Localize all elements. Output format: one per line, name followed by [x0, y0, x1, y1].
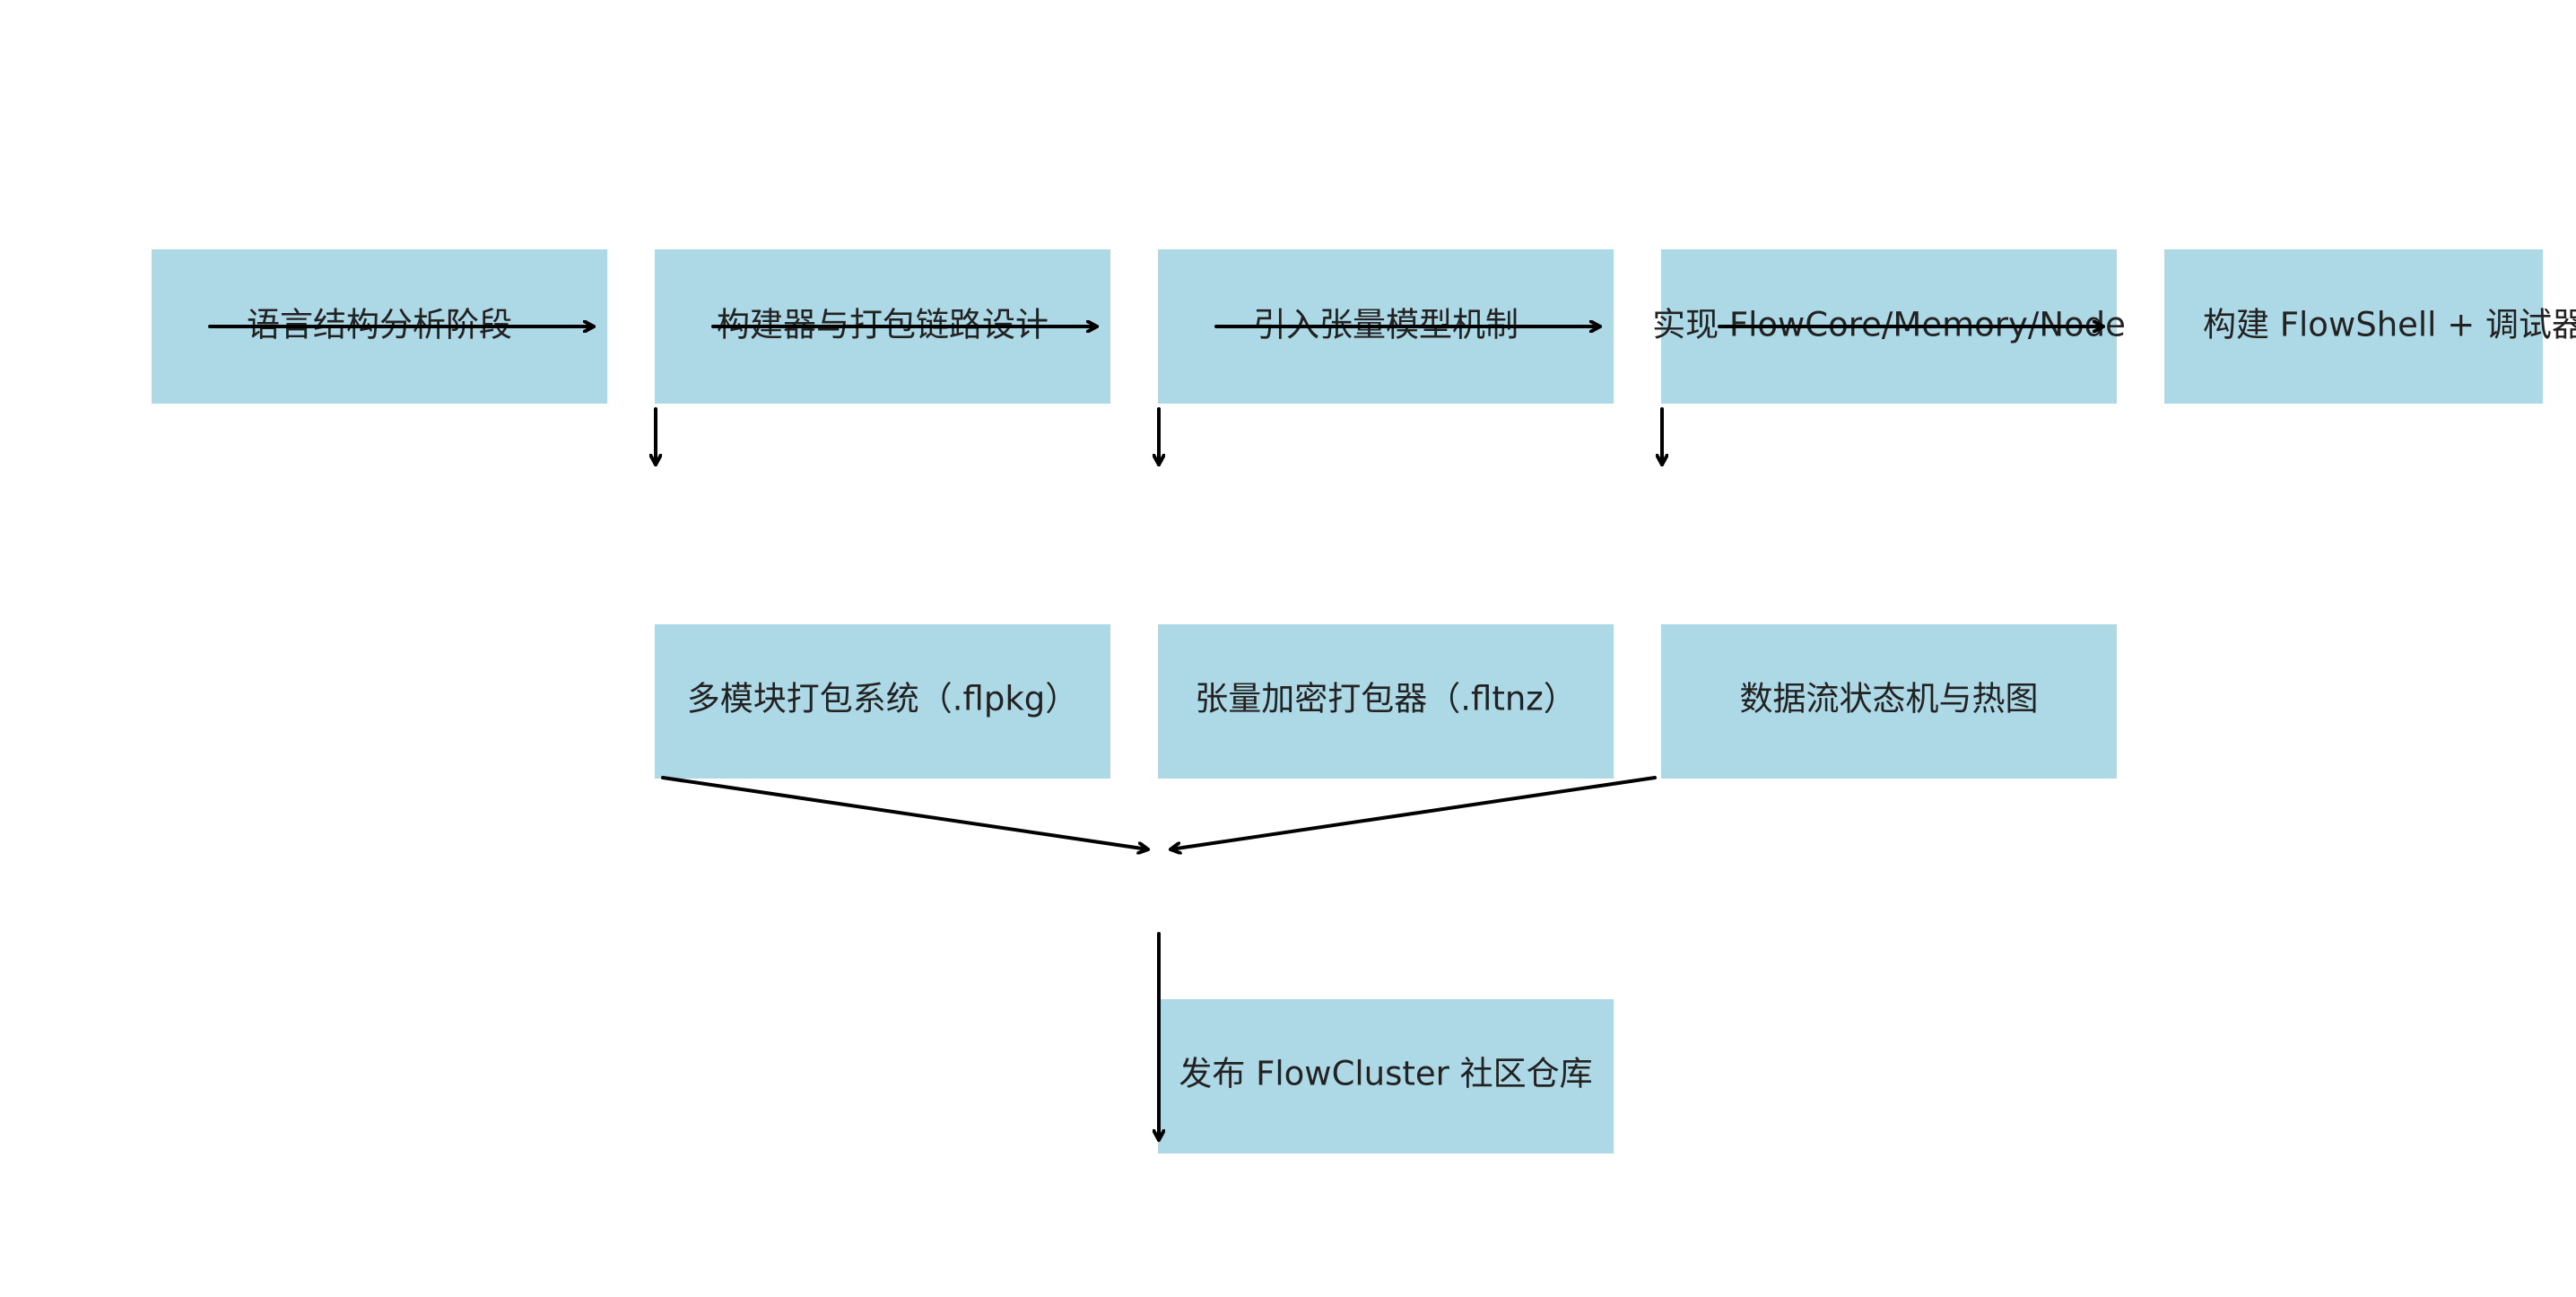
node-flpkg-packager: 多模块打包系统（.flpkg） [655, 624, 1110, 779]
node-label: 数据流状态机与热图 [1740, 680, 2039, 718]
node-state-machine-heatmap: 数据流状态机与热图 [1661, 624, 2117, 779]
node-label: 构建 FlowShell + 调试器 [2203, 306, 2576, 344]
node-fltnz-encryptor: 张量加密打包器（.fltnz） [1158, 624, 1614, 779]
edge-n8-n9 [1169, 776, 1657, 849]
node-label: 张量加密打包器（.fltnz） [1195, 680, 1576, 718]
node-flowshell-debugger: 构建 FlowShell + 调试器 [2164, 249, 2576, 404]
node-label: 发布 FlowCluster 社区仓库 [1179, 1055, 1592, 1093]
node-flowcluster-release: 发布 FlowCluster 社区仓库 [1158, 999, 1614, 1153]
edge-n6-n9 [661, 776, 1150, 849]
node-label: 多模块打包系统（.flpkg） [687, 680, 1078, 718]
